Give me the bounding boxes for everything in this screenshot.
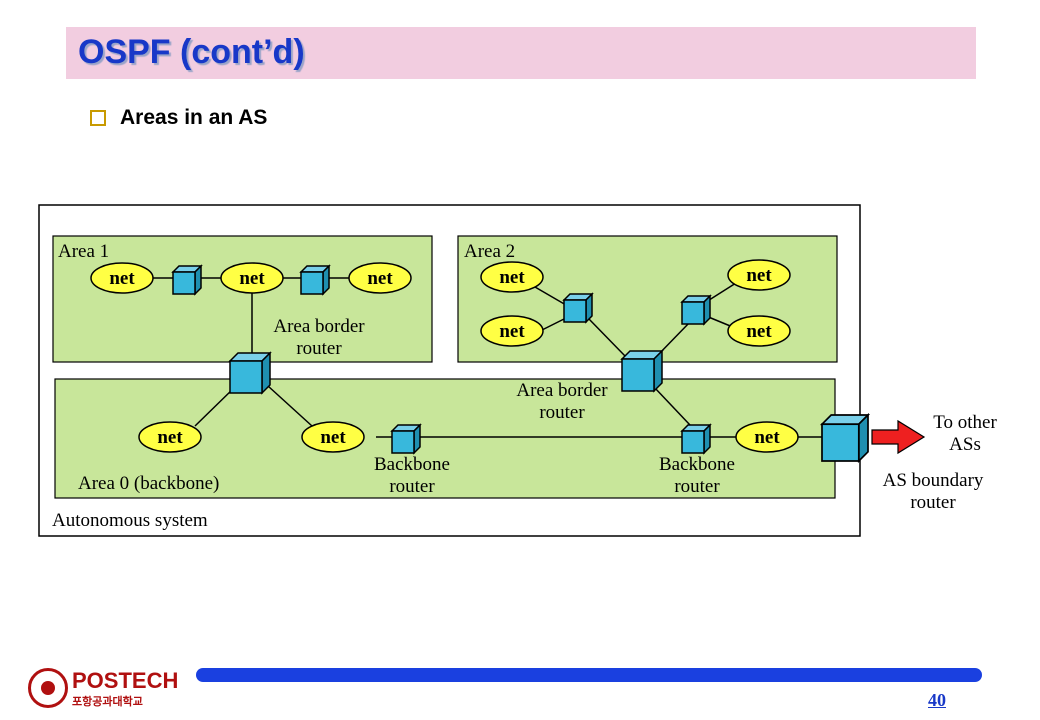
svg-text:net: net [367,268,393,289]
abr2-label-line2: router [539,402,585,423]
logo-korean-name: 포항공과대학교 [72,695,143,708]
svg-text:net: net [746,321,772,342]
bb2-label-line2: router [674,476,720,497]
bb1-label-line1: Backbone [374,454,450,475]
svg-text:net: net [499,321,525,342]
net-labels: net net net net net net net net net net [109,265,780,448]
slide-title: OSPF (cont’d) [78,33,305,71]
net-nodes [90,259,799,453]
area2-label: Area 2 [464,241,515,262]
abr2-label-line1: Area border [516,380,608,401]
postech-emblem-icon [28,668,68,708]
bullet-square-icon [90,110,106,126]
area1-box [52,235,433,363]
asbr-label-line1: AS boundary [883,470,984,491]
area1-label: Area 1 [58,241,109,262]
svg-text:net: net [746,265,772,286]
svg-text:net: net [320,427,346,448]
asbr-label-line2: router [910,492,956,513]
to-other-label-line2: ASs [949,434,981,455]
abr1-label-line1: Area border [273,316,365,337]
svg-text:net: net [157,427,183,448]
area0-label: Area 0 (backbone) [78,473,219,494]
abr1-label-line2: router [296,338,342,359]
svg-text:net: net [754,427,780,448]
as-label: Autonomous system [52,510,208,531]
footer-bar [196,668,982,682]
page-number: 40 [928,690,946,710]
svg-text:net: net [109,268,135,289]
postech-logo: POSTECH 포항공과대학교 [28,668,178,710]
bullet-text: Areas in an AS [120,106,268,129]
title-bar: OSPF (cont’d) [66,27,976,79]
svg-text:net: net [499,267,525,288]
to-other-label-line1: To other [933,412,997,433]
svg-text:net: net [239,268,265,289]
to-other-as-arrow-icon [871,419,926,455]
logo-name: POSTECH [72,668,179,693]
bb1-label-line2: router [389,476,435,497]
bb2-label-line1: Backbone [659,454,735,475]
